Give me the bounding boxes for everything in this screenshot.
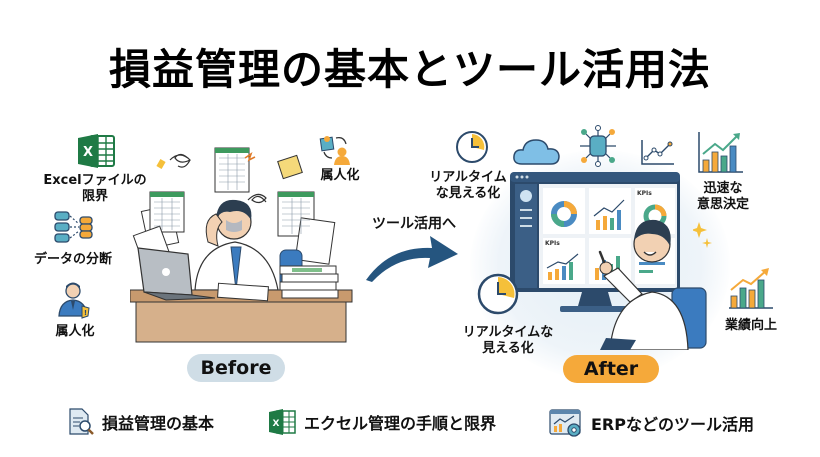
sparkle-icon [693, 222, 712, 248]
person-warning-icon: ! [58, 282, 90, 319]
realtime-bottom-label-line2: 見える化 [482, 341, 534, 356]
footer-item-pl-basics[interactable]: 損益管理の基本 [68, 408, 214, 436]
dependency-label-left: 属人化 [55, 324, 95, 339]
footer-item-erp-tools[interactable]: ERPなどのツール活用 [549, 408, 754, 438]
realtime-bottom-label-line1: リアルタイムな [462, 325, 554, 340]
cloud-icon [513, 139, 560, 165]
stressed-worker-illustration [130, 147, 353, 343]
realtime-top-label-line1: リアルタイム [429, 170, 507, 185]
transition-label: ツール活用へ [372, 216, 456, 232]
handover-dependency-icon [319, 136, 350, 165]
footer-label-erp-tools: ERPなどのツール活用 [591, 415, 754, 434]
quick-decision-label-line1: 迅速な [703, 181, 743, 196]
performance-up-label: 業績向上 [724, 318, 777, 333]
svg-text:X: X [273, 419, 280, 429]
growth-chart-icon-bottom [729, 268, 773, 309]
transition-arrow-icon [366, 236, 458, 282]
happy-worker-illustration [598, 219, 707, 350]
footer-label-pl-basics: 損益管理の基本 [102, 414, 215, 433]
realtime-top-label-line2: な見える化 [435, 186, 501, 201]
after-badge: After [563, 355, 659, 383]
footer-label-excel-process: エクセル管理の手順と限界 [304, 414, 497, 433]
growth-chart-icon-top [698, 132, 743, 173]
svg-text:X: X [83, 145, 93, 160]
footer-item-excel-process[interactable]: X エクセル管理の手順と限界 [268, 408, 496, 436]
svg-text:!: ! [84, 309, 87, 317]
page-title: 損益管理の基本とツール活用法 [108, 45, 711, 94]
excel-limit-label-line1: Excelファイルの [43, 173, 147, 188]
line-chart-icon [641, 140, 674, 165]
clock-icon-top [456, 131, 488, 163]
excel-icon: X [78, 134, 115, 168]
before-badge: Before [187, 354, 285, 382]
clock-icon-bottom [477, 273, 519, 315]
excel-icon: X [269, 409, 296, 435]
dependency-label-top: 属人化 [320, 168, 360, 183]
database-silo-icon [54, 211, 93, 243]
quick-decision-label-line2: 意思決定 [696, 197, 749, 212]
database-network-icon [580, 125, 616, 167]
kpi-card-label-1: KPIs [637, 190, 652, 197]
kpi-card-label-2: KPIs [545, 240, 560, 247]
excel-limit-label-line2: 限界 [81, 189, 108, 204]
document-search-icon [69, 408, 94, 435]
data-silo-label: データの分断 [33, 252, 112, 267]
dashboard-gear-icon [549, 409, 581, 437]
